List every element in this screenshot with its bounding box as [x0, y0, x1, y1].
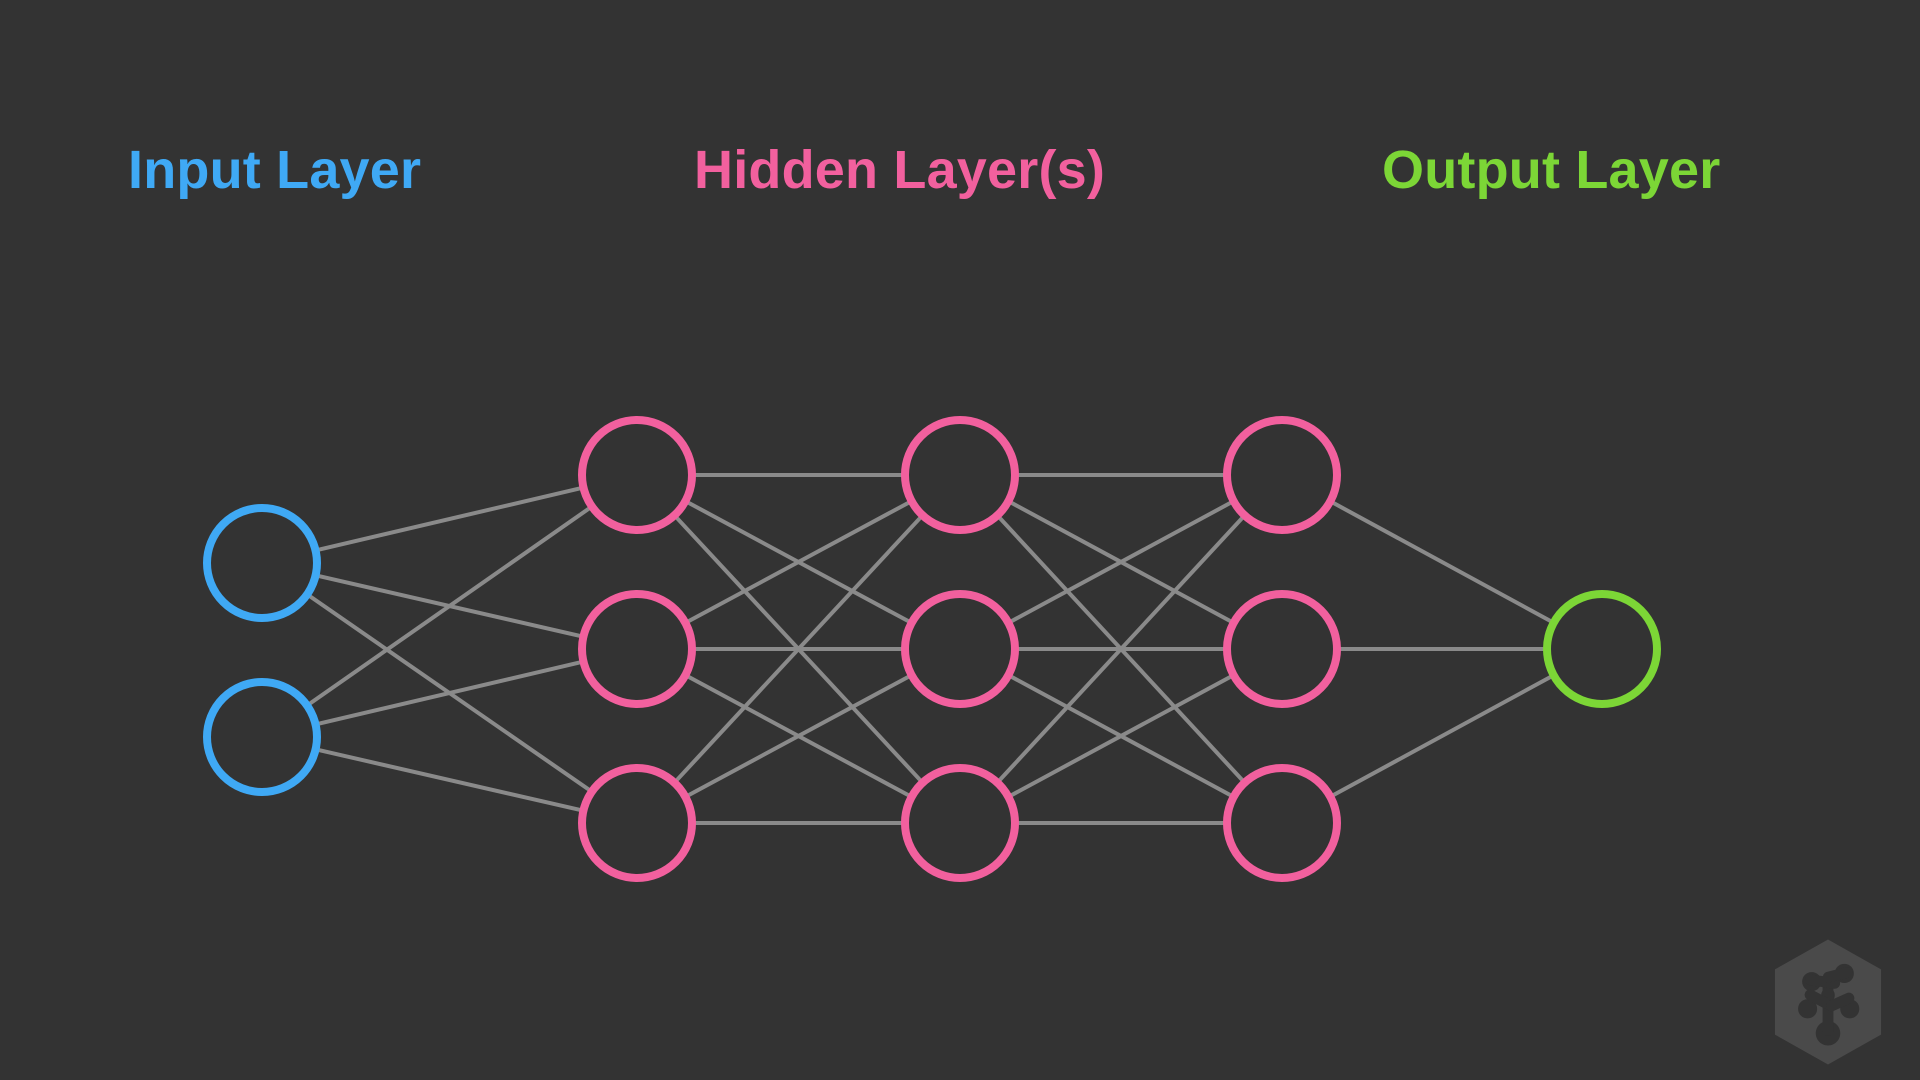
network-node-o1[interactable] — [1543, 590, 1661, 708]
connection-edge — [305, 504, 594, 708]
connection-edge — [313, 485, 586, 553]
connection-edge — [313, 659, 586, 727]
network-node-h3_1[interactable] — [1223, 416, 1341, 534]
network-node-h1_1[interactable] — [578, 416, 696, 534]
connection-edge — [995, 513, 1247, 785]
network-node-h3_2[interactable] — [1223, 590, 1341, 708]
network-node-h2_3[interactable] — [901, 764, 1019, 882]
hidden-layer-title: Hidden Layer(s) — [694, 140, 1106, 200]
network-node-h2_1[interactable] — [901, 416, 1019, 534]
network-node-h1_3[interactable] — [578, 764, 696, 882]
connection-edge — [1006, 673, 1236, 799]
connection-edge — [683, 673, 914, 799]
connection-edge — [672, 513, 925, 785]
connection-edge — [313, 747, 586, 813]
network-node-h1_2[interactable] — [578, 590, 696, 708]
network-nodes — [203, 416, 1661, 882]
network-node-i2[interactable] — [203, 678, 321, 796]
output-layer-title: Output Layer — [1382, 140, 1721, 200]
connection-edges — [305, 473, 1556, 825]
input-layer-title: Input Layer — [128, 140, 422, 200]
connection-edge — [1328, 673, 1556, 799]
connection-edge — [683, 499, 914, 625]
connection-edge — [1006, 499, 1236, 625]
network-node-h2_2[interactable] — [901, 590, 1019, 708]
network-node-h3_3[interactable] — [1223, 764, 1341, 882]
connection-edge — [1328, 499, 1556, 625]
network-node-i1[interactable] — [203, 504, 321, 622]
